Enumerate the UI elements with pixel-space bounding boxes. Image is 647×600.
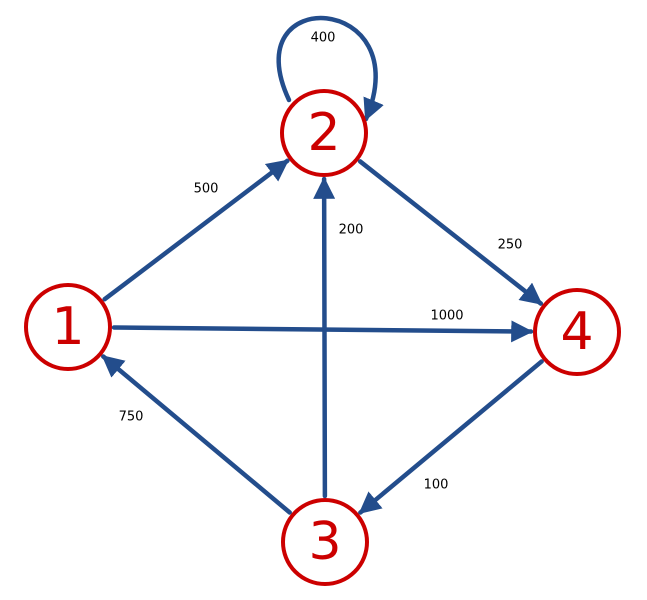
node-4-circle[interactable] <box>533 288 621 376</box>
edge-weight-2-self-loop: 400 <box>311 31 336 46</box>
node-2-label: 2 <box>307 103 340 163</box>
edge-weight-3-to-2: 200 <box>339 223 364 238</box>
node-1-label: 1 <box>51 297 84 357</box>
edge-3-to-1[interactable] <box>101 354 292 515</box>
node-4-label: 4 <box>560 302 593 362</box>
node-2[interactable]: 2 <box>280 89 368 177</box>
nodes-layer: 1 2 3 4 <box>24 89 621 586</box>
edge-4-to-3[interactable] <box>358 359 544 515</box>
edge-1-to-2[interactable] <box>102 158 290 302</box>
node-3-circle[interactable] <box>281 498 369 586</box>
node-1-circle[interactable] <box>24 283 112 371</box>
edge-weight-1-to-4: 1000 <box>430 309 463 324</box>
node-1[interactable]: 1 <box>24 283 112 371</box>
edge-weight-1-to-2: 500 <box>194 182 219 197</box>
edge-labels-layer: 500 400 250 1000 200 750 100 <box>119 31 523 493</box>
node-3[interactable]: 3 <box>281 498 369 586</box>
node-2-circle[interactable] <box>280 89 368 177</box>
edges-layer <box>101 15 544 515</box>
edge-weight-2-to-4: 250 <box>498 238 523 253</box>
edge-2-self-loop[interactable] <box>276 15 384 122</box>
edge-weight-4-to-3: 100 <box>424 478 449 493</box>
node-4[interactable]: 4 <box>533 288 621 376</box>
edge-2-to-4[interactable] <box>357 159 544 306</box>
node-3-label: 3 <box>308 512 341 572</box>
edge-3-to-2[interactable] <box>313 176 336 499</box>
edge-weight-3-to-1: 750 <box>119 410 144 425</box>
